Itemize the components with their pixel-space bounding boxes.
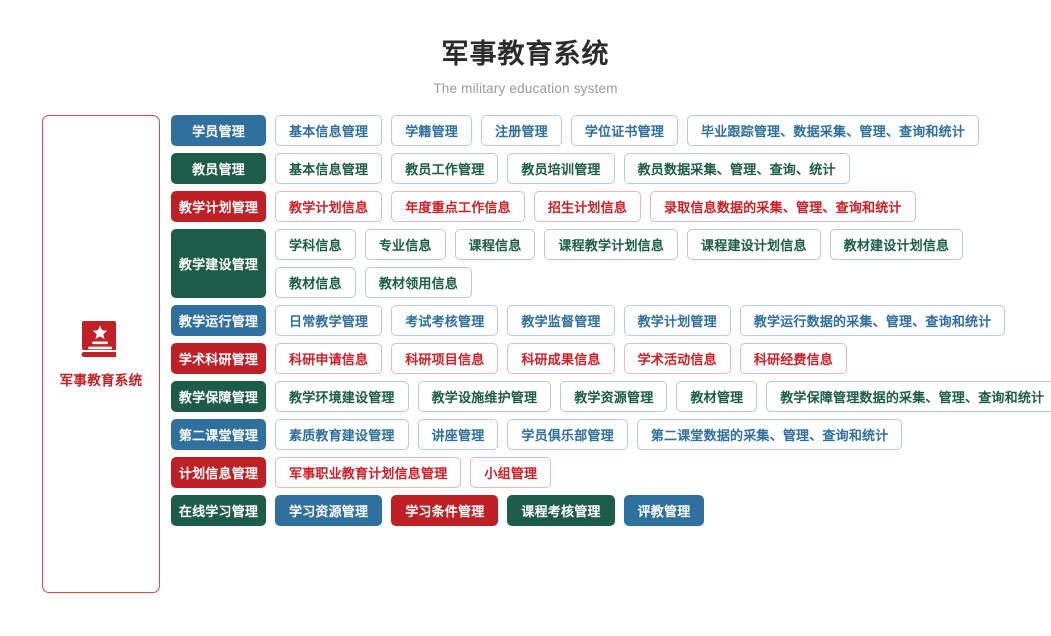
item-line: 教材信息教材领用信息 [275,266,1051,298]
item-group: 基本信息管理学籍管理注册管理学位证书管理毕业跟踪管理、数据采集、管理、查询和统计 [275,114,1051,146]
item-line: 素质教育建设管理讲座管理学员俱乐部管理第二课堂数据的采集、管理、查询和统计 [275,418,1051,450]
category-rows: 学员管理基本信息管理学籍管理注册管理学位证书管理毕业跟踪管理、数据采集、管理、查… [171,114,1051,526]
item-button[interactable]: 教学计划管理 [623,304,731,336]
item-line: 学习资源管理学习条件管理课程考核管理评教管理 [275,494,1051,526]
item-line: 基本信息管理教员工作管理教员培训管理教员数据采集、管理、查询、统计 [275,152,1051,184]
item-button[interactable]: 评教管理 [623,494,705,526]
item-button[interactable]: 教材管理 [676,380,758,412]
sidebar-panel[interactable]: 军事教育系统 [42,114,160,593]
item-line: 日常教学管理考试考核管理教学监督管理教学计划管理教学运行数据的采集、管理、查询和… [275,304,1051,336]
category-button[interactable]: 在线学习管理 [171,494,266,526]
category-button[interactable]: 第二课堂管理 [171,418,266,450]
item-button[interactable]: 教材领用信息 [364,266,473,298]
book-star-icon [81,319,121,361]
item-group: 科研申请信息科研项目信息科研成果信息学术活动信息科研经费信息 [275,342,1051,374]
page-subtitle: The military education system [433,80,618,96]
category-row: 教学运行管理日常教学管理考试考核管理教学监督管理教学计划管理教学运行数据的采集、… [171,304,1051,336]
item-button[interactable]: 科研经费信息 [739,342,848,374]
category-row: 在线学习管理学习资源管理学习条件管理课程考核管理评教管理 [171,494,1051,526]
page-header: 军事教育系统 The military education system [0,0,1051,96]
category-button[interactable]: 教学计划管理 [171,190,266,222]
item-group: 学科信息专业信息课程信息课程教学计划信息课程建设计划信息教材建设计划信息教材信息… [275,228,1051,298]
category-row: 学术科研管理科研申请信息科研项目信息科研成果信息学术活动信息科研经费信息 [171,342,1051,374]
item-button[interactable]: 学科信息 [275,228,356,260]
item-button[interactable]: 第二课堂数据的采集、管理、查询和统计 [636,418,903,450]
item-button[interactable]: 教学监督管理 [507,304,615,336]
item-button[interactable]: 学习条件管理 [391,494,499,526]
category-row: 教学建设管理学科信息专业信息课程信息课程教学计划信息课程建设计划信息教材建设计划… [171,228,1051,298]
item-button[interactable]: 科研项目信息 [391,342,499,374]
item-button[interactable]: 考试考核管理 [391,304,499,336]
item-button[interactable]: 讲座管理 [417,418,499,450]
category-button[interactable]: 学术科研管理 [171,342,266,374]
item-button[interactable]: 学籍管理 [391,114,473,146]
category-button[interactable]: 学员管理 [171,114,266,146]
item-button[interactable]: 课程建设计划信息 [687,228,821,260]
category-button[interactable]: 教学运行管理 [171,304,266,336]
item-button[interactable]: 小组管理 [470,456,552,488]
item-button[interactable]: 基本信息管理 [275,114,383,146]
item-button[interactable]: 录取信息数据的采集、管理、查询和统计 [650,190,916,222]
item-group: 基本信息管理教员工作管理教员培训管理教员数据采集、管理、查询、统计 [275,152,1051,184]
item-button[interactable]: 毕业跟踪管理、数据采集、管理、查询和统计 [687,114,980,146]
item-line: 学科信息专业信息课程信息课程教学计划信息课程建设计划信息教材建设计划信息 [275,228,1051,260]
item-line: 科研申请信息科研项目信息科研成果信息学术活动信息科研经费信息 [275,342,1051,374]
item-button[interactable]: 教学计划信息 [275,190,383,222]
item-button[interactable]: 学术活动信息 [623,342,731,374]
page-title: 军事教育系统 [441,39,610,69]
item-group: 教学计划信息年度重点工作信息招生计划信息录取信息数据的采集、管理、查询和统计 [275,190,1051,222]
item-button[interactable]: 学员俱乐部管理 [507,418,628,450]
item-button[interactable]: 素质教育建设管理 [275,418,409,450]
item-button[interactable]: 注册管理 [481,114,562,146]
item-button[interactable]: 学位证书管理 [570,114,679,146]
item-button[interactable]: 教员工作管理 [391,152,499,184]
item-button[interactable]: 教学环境建设管理 [275,380,409,412]
item-button[interactable]: 科研成果信息 [507,342,615,374]
item-button[interactable]: 科研申请信息 [275,342,383,374]
item-group: 学习资源管理学习条件管理课程考核管理评教管理 [275,494,1051,526]
item-button[interactable]: 教员数据采集、管理、查询、统计 [623,152,850,184]
item-line: 教学环境建设管理教学设施维护管理教学资源管理教材管理教学保障管理数据的采集、管理… [275,380,1051,412]
item-button[interactable]: 教学资源管理 [560,380,668,412]
item-line: 军事职业教育计划信息管理小组管理 [275,456,1051,488]
item-group: 教学环境建设管理教学设施维护管理教学资源管理教材管理教学保障管理数据的采集、管理… [275,380,1051,412]
item-button[interactable]: 军事职业教育计划信息管理 [275,456,462,488]
category-row: 第二课堂管理素质教育建设管理讲座管理学员俱乐部管理第二课堂数据的采集、管理、查询… [171,418,1051,450]
category-row: 计划信息管理军事职业教育计划信息管理小组管理 [171,456,1051,488]
item-button[interactable]: 教员培训管理 [507,152,615,184]
category-row: 学员管理基本信息管理学籍管理注册管理学位证书管理毕业跟踪管理、数据采集、管理、查… [171,114,1051,146]
item-button[interactable]: 课程考核管理 [507,494,615,526]
item-button[interactable]: 教材信息 [275,266,356,298]
item-line: 基本信息管理学籍管理注册管理学位证书管理毕业跟踪管理、数据采集、管理、查询和统计 [275,114,1051,146]
item-button[interactable]: 日常教学管理 [275,304,383,336]
category-button[interactable]: 教员管理 [171,152,266,184]
body-area: 军事教育系统 学员管理基本信息管理学籍管理注册管理学位证书管理毕业跟踪管理、数据… [0,96,1051,593]
item-group: 军事职业教育计划信息管理小组管理 [275,456,1051,488]
item-button[interactable]: 教材建设计划信息 [829,228,964,260]
item-group: 日常教学管理考试考核管理教学监督管理教学计划管理教学运行数据的采集、管理、查询和… [275,304,1051,336]
item-button[interactable]: 课程信息 [454,228,536,260]
item-button[interactable]: 教学保障管理数据的采集、管理、查询和统计 [766,380,1051,412]
category-button[interactable]: 计划信息管理 [171,456,266,488]
item-button[interactable]: 教学运行数据的采集、管理、查询和统计 [739,304,1006,336]
sidebar-label: 军事教育系统 [59,372,143,388]
item-button[interactable]: 招生计划信息 [533,190,642,222]
category-row: 教学保障管理教学环境建设管理教学设施维护管理教学资源管理教材管理教学保障管理数据… [171,380,1051,412]
item-group: 素质教育建设管理讲座管理学员俱乐部管理第二课堂数据的采集、管理、查询和统计 [275,418,1051,450]
item-button[interactable]: 课程教学计划信息 [544,228,679,260]
item-button[interactable]: 学习资源管理 [275,494,383,526]
category-button[interactable]: 教学保障管理 [171,380,266,412]
item-button[interactable]: 专业信息 [364,228,446,260]
category-row: 教学计划管理教学计划信息年度重点工作信息招生计划信息录取信息数据的采集、管理、查… [171,190,1051,222]
item-button[interactable]: 年度重点工作信息 [391,190,525,222]
item-button[interactable]: 基本信息管理 [275,152,383,184]
item-button[interactable]: 教学设施维护管理 [417,380,552,412]
item-line: 教学计划信息年度重点工作信息招生计划信息录取信息数据的采集、管理、查询和统计 [275,190,1051,222]
category-button[interactable]: 教学建设管理 [171,228,266,298]
category-row: 教员管理基本信息管理教员工作管理教员培训管理教员数据采集、管理、查询、统计 [171,152,1051,184]
